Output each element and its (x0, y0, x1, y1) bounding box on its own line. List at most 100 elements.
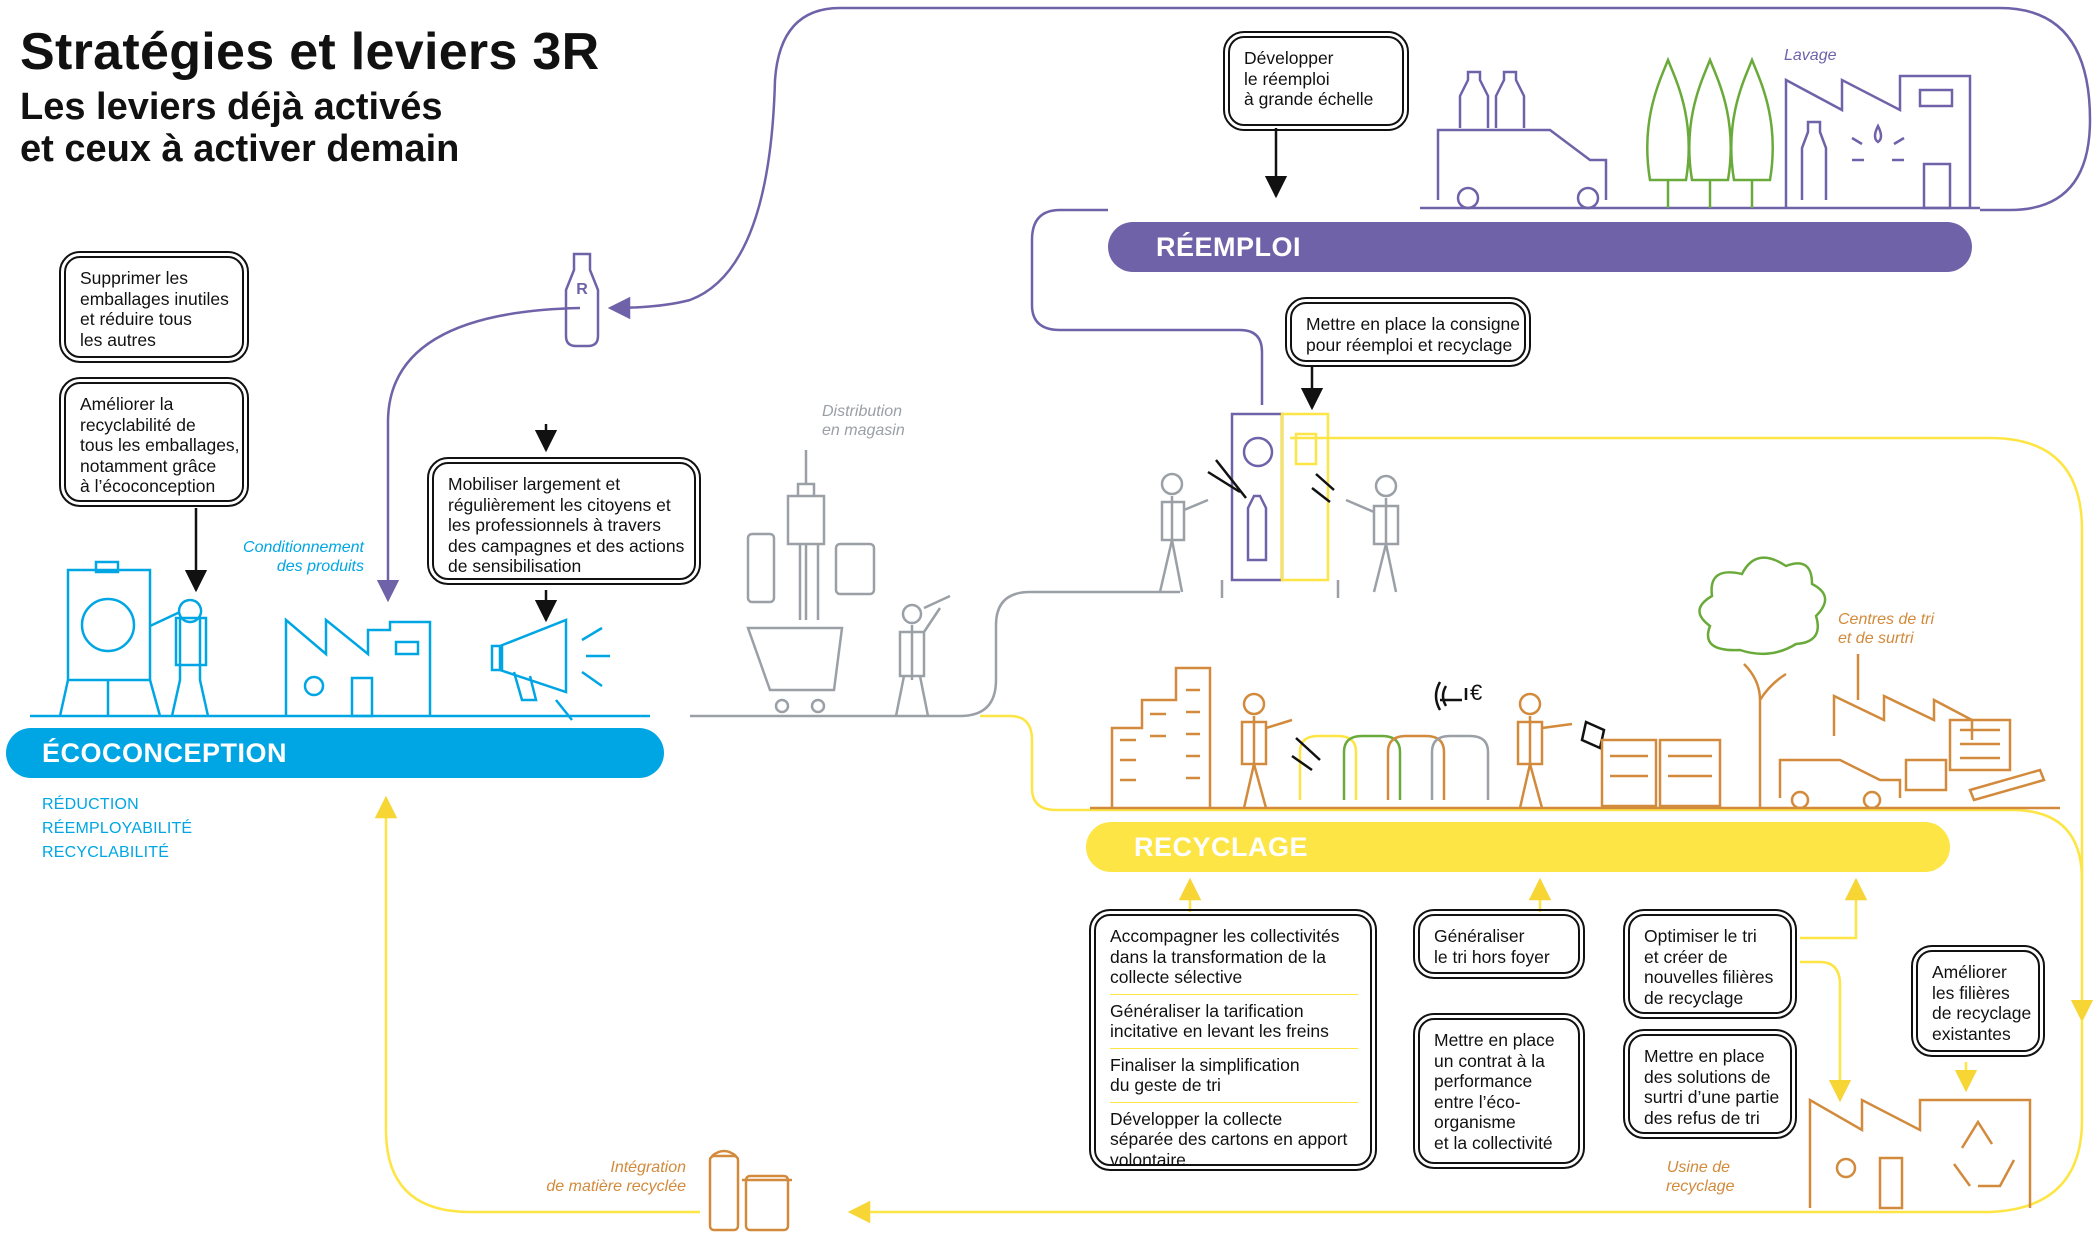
yellow-separator (1110, 993, 1358, 995)
label-conditionnement: Conditionnement des produits (238, 538, 364, 576)
megaphone-icon (490, 618, 610, 721)
page-subtitle: Les leviers déjà activés et ceux à activ… (20, 86, 459, 170)
person-depositing-right-icon (1345, 474, 1400, 593)
lever-text: du geste de tri (1110, 1075, 1221, 1095)
lever-text: des campagnes et des actions (448, 535, 685, 556)
person-drinking-icon (894, 594, 951, 717)
lever-text: Mettre en place (1434, 1030, 1555, 1050)
recyclage-bar: RECYCLAGE (1086, 822, 1950, 872)
shopping-cart-icon (746, 450, 876, 714)
label-line: Intégration (610, 1159, 686, 1176)
lever-arrows (184, 128, 1324, 623)
lever-box-contrat: Mettre en place un contrat à la performa… (1413, 1013, 1585, 1169)
lever-text: incitative en levant les freins (1110, 1021, 1329, 1041)
ecoconception-bar: ÉCOCONCEPTION (6, 728, 664, 778)
lever-text: dans la transformation de la (1110, 946, 1326, 967)
lever-box-recyclabilite: Améliorer la recyclabilité de tous les e… (59, 377, 249, 507)
label-lavage: Lavage (1784, 47, 1837, 64)
lever-text: Généraliser la tarification (1110, 1000, 1304, 1021)
label-line: des produits (276, 558, 364, 575)
lever-text: existantes (1932, 1023, 2011, 1044)
lever-box-filieres: Améliorer les filières de recyclage exis… (1911, 945, 2045, 1057)
lever-text: Mobiliser largement et (448, 474, 621, 494)
delivery-van-icon (1436, 70, 1608, 210)
eco-lever-item: RÉEMPLOYABILITÉ (42, 820, 193, 837)
lever-text: Mettre en place la consigne (1306, 314, 1521, 334)
lever-text: régulièrement les citoyens et (448, 494, 671, 515)
yellow-separator (1110, 1101, 1358, 1103)
lever-text: un contrat à la (1434, 1050, 1545, 1071)
sorting-bins-icon (1291, 681, 1490, 800)
lever-text: les professionnels à travers (448, 515, 662, 535)
trees-icon (1646, 56, 1774, 208)
lever-text: performance (1434, 1071, 1533, 1091)
label-line: Usine de (1666, 1159, 1730, 1176)
eco-lever-item: RECYCLABILITÉ (42, 844, 170, 861)
lever-text: tous les emballages, (80, 435, 240, 455)
label-integration: Intégration de matière recyclée (520, 1158, 686, 1196)
euro-symbol: € (1470, 680, 1482, 705)
lever-text: et la collectivité (1434, 1132, 1553, 1153)
factory-icon (284, 617, 432, 718)
lever-box-reemploi: Développer le réemploi à grande échelle (1223, 31, 1409, 131)
lever-text: Développer (1244, 48, 1334, 68)
lever-box-optimiser-tri: Optimiser le tri et créer de nouvelles f… (1623, 909, 1797, 1019)
label-line: recyclage (1666, 1178, 1735, 1195)
lever-text: séparée des cartons en apport (1110, 1129, 1348, 1149)
lever-text: de sensibilisation (448, 556, 582, 576)
lever-text: de recyclage (1932, 1003, 2032, 1023)
eco-lever-item: RÉDUCTION (42, 796, 139, 813)
lever-text: notamment grâce (80, 455, 217, 476)
lever-text: pour réemploi et recyclage (1306, 334, 1513, 355)
lever-text: des solutions de (1644, 1066, 1771, 1087)
designer-easel-icon (58, 560, 210, 717)
lever-box-supprimer: Supprimer les emballages inutiles et réd… (59, 251, 249, 363)
person-throwing-icon (1516, 692, 1606, 809)
lever-text: recyclabilité de (80, 414, 196, 435)
distribution-flow-line (690, 590, 1180, 718)
lever-text: nouvelles filières (1644, 967, 1774, 987)
lever-text: le réemploi (1244, 68, 1330, 89)
euro-label: € (1470, 680, 1482, 705)
label-centres-tri: Centres de tri et de surtri (1838, 610, 1934, 648)
recycled-containers-icon (708, 1149, 792, 1232)
buildings-icon (1110, 666, 1212, 808)
lever-text: emballages inutiles (80, 288, 229, 309)
label-usine: Usine de recyclage (1666, 1158, 1735, 1196)
label-line: Conditionnement (243, 539, 364, 556)
lever-box-consigne: Mettre en place la consigne pour réemplo… (1285, 297, 1531, 367)
yellow-separator (1110, 1047, 1358, 1049)
eco-lever-list: RÉDUCTION RÉEMPLOYABILITÉ RECYCLABILITÉ (42, 793, 192, 865)
label-line: Centres de tri (1838, 611, 1935, 628)
lever-text: à l’écoconception (80, 476, 216, 496)
lever-text: Finaliser la simplification (1110, 1054, 1300, 1075)
lever-text: Optimiser le tri (1644, 926, 1757, 946)
washing-plant-icon (1784, 74, 1972, 210)
person-depositing-left-icon (1158, 472, 1209, 593)
person-sorting-icon (1240, 692, 1293, 809)
lever-text: surtri d’une partie (1644, 1087, 1780, 1107)
lever-box-collectivites: Accompagner les collectivités dans la tr… (1089, 909, 1377, 1171)
lever-text: Développer la collecte (1110, 1108, 1283, 1129)
lever-text: Supprimer les (80, 268, 188, 288)
lever-text: des refus de tri (1644, 1107, 1760, 1128)
lever-text: de recyclage (1644, 987, 1744, 1008)
lever-text: volontaire (1110, 1149, 1186, 1170)
lever-text: entre l’éco- (1434, 1091, 1521, 1112)
lever-text: collecte sélective (1110, 967, 1243, 987)
lever-text: Améliorer (1932, 962, 2007, 982)
lever-text: Accompagner les collectivités (1110, 926, 1340, 946)
lever-text: et réduire tous (80, 309, 192, 329)
lever-text: à grande échelle (1244, 89, 1374, 109)
reemploi-bar: RÉEMPLOI (1108, 222, 1972, 272)
lever-text: organisme (1434, 1112, 1516, 1132)
subtitle-line: et ceux à activer demain (20, 128, 460, 170)
label-line: en magasin (822, 422, 905, 439)
lever-box-surtri: Mettre en place des solutions de surtri … (1623, 1029, 1797, 1139)
lever-text: Généraliser (1434, 926, 1525, 946)
subtitle-line: Les leviers déjà activés (20, 86, 443, 128)
recycling-factory-icon (1808, 1097, 2032, 1210)
lever-text: les filières (1932, 982, 2010, 1003)
